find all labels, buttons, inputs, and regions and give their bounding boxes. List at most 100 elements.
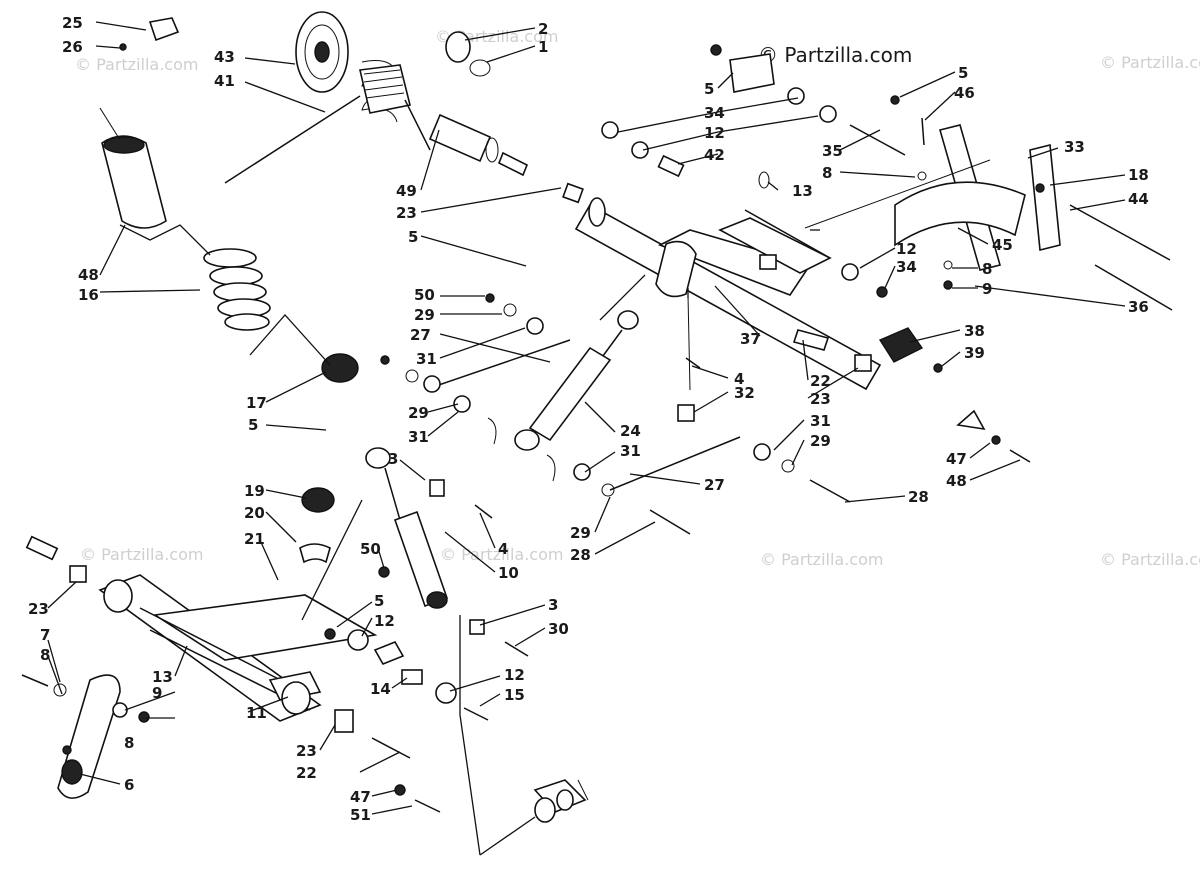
label-7: 7	[40, 626, 50, 644]
label-19: 19	[244, 482, 265, 500]
front-arm-assembly	[98, 574, 405, 722]
label-12-right: 12	[504, 666, 525, 684]
label-28-right: 28	[908, 488, 929, 506]
label-46: 46	[954, 84, 975, 102]
label-48: 48	[78, 266, 99, 284]
label-50-top: 50	[414, 286, 435, 304]
coil-spring	[203, 248, 271, 331]
sleeve-49	[428, 113, 492, 163]
label-34-right: 34	[896, 258, 917, 276]
detail-bracket	[533, 779, 589, 823]
label-13-top: 13	[792, 182, 813, 200]
label-34-top: 34	[704, 104, 725, 122]
label-20: 20	[244, 504, 265, 522]
label-8-left: 8	[40, 646, 50, 664]
watermark-top-left: © Partzilla.com	[75, 55, 198, 74]
label-49: 49	[396, 182, 417, 200]
label-32: 32	[734, 384, 755, 402]
label-4-mid: 4	[498, 540, 508, 558]
label-16: 16	[78, 286, 99, 304]
torsion-spring	[224, 60, 431, 184]
label-13-lower: 13	[152, 668, 173, 686]
label-29-c: 29	[570, 524, 591, 542]
label-44: 44	[1128, 190, 1149, 208]
label-30: 30	[548, 620, 569, 638]
label-12-right: 12	[896, 240, 917, 258]
label-10: 10	[498, 564, 519, 582]
label-31-a: 31	[416, 350, 437, 368]
cushion-19	[301, 487, 335, 513]
label-29-d: 29	[810, 432, 831, 450]
watermark-group: © Partzilla.com © Partzilla.com © Partzi…	[75, 27, 1200, 569]
label-5-top: 5	[408, 228, 418, 246]
label-29-b: 29	[408, 404, 429, 422]
label-6: 6	[124, 776, 134, 794]
label-35: 35	[822, 142, 843, 160]
label-18: 18	[1128, 166, 1149, 184]
label-29-a: 29	[414, 306, 435, 324]
label-17: 17	[246, 394, 267, 412]
bearing-2	[445, 31, 471, 63]
label-8-lower: 8	[124, 734, 134, 752]
label-51: 51	[350, 806, 371, 824]
label-5-lower: 5	[374, 592, 384, 610]
rear-axle-assembly	[574, 197, 882, 391]
shock-absorber-upper	[99, 107, 167, 229]
label-12-lower: 12	[374, 612, 395, 630]
label-28-left: 28	[570, 546, 591, 564]
label-14: 14	[370, 680, 391, 698]
label-8-top: 8	[822, 164, 832, 182]
label-12-top: 12	[704, 124, 725, 142]
rear-shock-absorber	[514, 310, 639, 451]
part-labels: 25 26 43 41 2 1 48 16 49 23 5 50 29 27 3…	[28, 14, 1149, 824]
label-8-right: 8	[982, 260, 992, 278]
label-23-lower: 23	[296, 742, 317, 760]
label-39: 39	[964, 344, 985, 362]
label-22-lower: 22	[296, 764, 317, 782]
label-31-d: 31	[810, 412, 831, 430]
label-4-right: 4	[734, 370, 744, 388]
label-38: 38	[964, 322, 985, 340]
label-47-lower: 47	[350, 788, 371, 806]
watermark-top-right: © Partzilla.com	[1100, 53, 1200, 72]
label-3-upper: 3	[388, 450, 398, 468]
label-26: 26	[62, 38, 83, 56]
label-41: 41	[214, 72, 235, 90]
watermark-main: © Partzilla.com	[758, 43, 912, 67]
watermark-mid-left: © Partzilla.com	[80, 545, 203, 564]
label-27-upper: 27	[410, 326, 431, 344]
watermark-mid-center: © Partzilla.com	[440, 545, 563, 564]
label-3-lower: 3	[548, 596, 558, 614]
label-25: 25	[62, 14, 83, 32]
label-15: 15	[504, 686, 525, 704]
lower-shock-absorber	[365, 447, 449, 609]
label-33: 33	[1064, 138, 1085, 156]
label-43: 43	[214, 48, 235, 66]
spacer-25	[148, 17, 180, 42]
label-1: 1	[538, 38, 548, 56]
spring-collar	[321, 353, 359, 383]
parts-artwork	[21, 11, 1173, 823]
watermark-mid-right: © Partzilla.com	[760, 550, 883, 569]
label-47-right: 47	[946, 450, 967, 468]
label-50-mid: 50	[360, 540, 381, 558]
label-5-right: 5	[704, 80, 714, 98]
label-11: 11	[246, 704, 267, 722]
label-45: 45	[992, 236, 1013, 254]
leader-lines	[47, 21, 1126, 856]
label-5-mid: 5	[248, 416, 258, 434]
label-36: 36	[1128, 298, 1149, 316]
label-23-top: 23	[396, 204, 417, 222]
label-27-lower: 27	[704, 476, 725, 494]
label-48-right: 48	[946, 472, 967, 490]
label-22-right: 22	[810, 372, 831, 390]
label-23-left: 23	[28, 600, 49, 618]
watermark-far-right: © Partzilla.com	[1100, 550, 1200, 569]
label-42: 42	[704, 146, 725, 164]
label-31-c: 31	[620, 442, 641, 460]
label-37: 37	[740, 330, 761, 348]
label-9-right: 9	[982, 280, 992, 298]
label-23-right: 23	[810, 390, 831, 408]
label-2: 2	[538, 20, 548, 38]
rear-bracket	[894, 124, 1173, 311]
